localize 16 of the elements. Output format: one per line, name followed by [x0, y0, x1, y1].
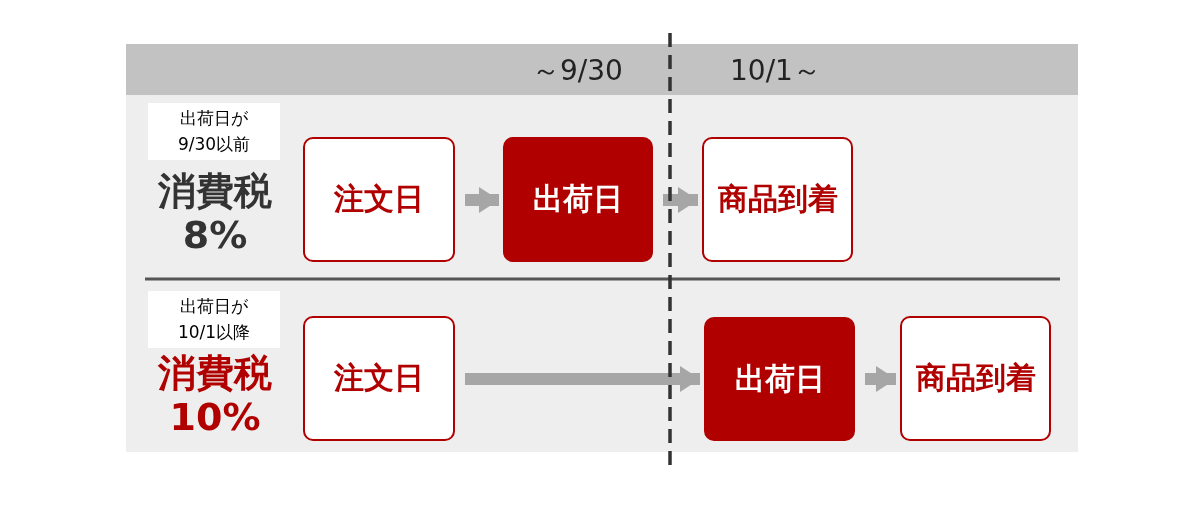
highlighted-step-box: 出荷日	[704, 317, 855, 441]
step-box: 注文日	[303, 137, 455, 262]
condition-tag: 出荷日が9/30以前	[148, 103, 280, 160]
highlighted-step-box: 出荷日	[503, 137, 653, 262]
date-label: 10/1～	[729, 53, 822, 89]
tax-rate-label: 消費税8%	[157, 170, 273, 258]
step-box: 商品到着	[702, 137, 853, 262]
arrow	[663, 187, 698, 213]
step-box: 商品到着	[900, 316, 1051, 441]
arrow	[465, 187, 499, 213]
date-label: ～9/30	[531, 53, 624, 89]
arrow	[865, 366, 896, 392]
condition-tag: 出荷日が10/1以降	[148, 291, 280, 348]
step-box: 注文日	[303, 316, 455, 441]
arrow	[465, 366, 700, 392]
tax-rate-label: 消費税10%	[157, 352, 273, 440]
